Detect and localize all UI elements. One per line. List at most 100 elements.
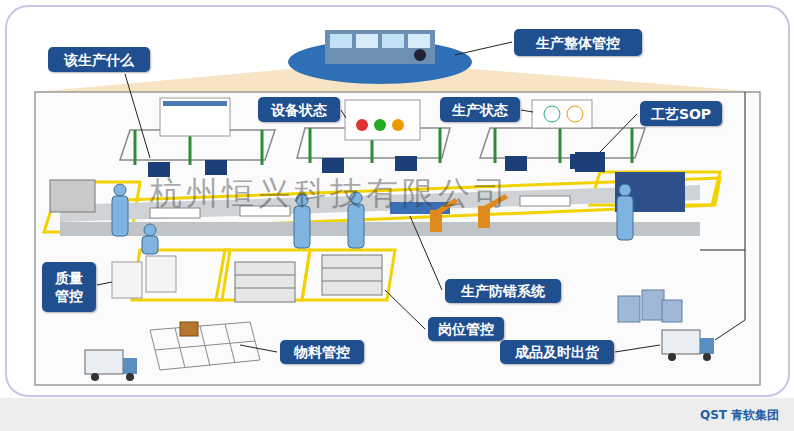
illustration-part [700,250,745,251]
illustration-part [700,338,714,354]
illustration-part [567,106,583,122]
illustration-part [618,296,640,322]
callout-text: 生产防错系统 [461,282,545,300]
callout-box: 岗位管控 [428,317,504,341]
floor-zones [44,172,720,300]
callout-text: 设备状态 [271,101,327,119]
dashboards [160,98,605,172]
callout-box: 物料管控 [280,340,364,364]
illustration-part [235,262,295,302]
illustration-part [662,330,700,354]
illustration-part [325,30,435,64]
illustration-part [123,358,137,374]
illustration-part [60,222,700,236]
callout-text: 生产整体管控 [536,34,620,52]
illustration-part [617,196,633,240]
control-room [325,30,435,64]
illustration-part [385,290,425,329]
illustration-part [600,114,637,152]
illustration-part [142,236,158,254]
illustration-part [439,128,442,163]
callout-text: 岗位管控 [438,320,494,338]
illustration-part [294,206,310,248]
illustration-part [480,128,645,158]
illustration-part [410,216,442,290]
company-logo: QST 青软集团 [700,407,779,424]
illustration-part [341,110,346,118]
illustration-part [544,106,560,122]
illustration-part [521,110,533,112]
illustration-part [180,322,198,336]
illustration-part [240,345,277,352]
illustration-part [160,98,230,136]
conveyor [50,172,700,236]
illustration-part [494,128,497,163]
callout-box: 生产整体管控 [514,29,642,56]
illustration-part [345,100,420,140]
illustration-part [322,158,344,173]
illustration-part [134,130,137,165]
illustration-part [235,288,295,289]
illustration-part [126,373,134,381]
bottom-band [0,398,794,431]
illustration-part [395,156,417,171]
leader-lines [97,42,745,352]
illustration-part [146,256,176,292]
illustration-part [745,92,746,320]
illustration-part [505,156,527,171]
illustration-part [356,119,368,131]
illustration-part [382,34,404,48]
illustration-part [163,101,227,106]
trolleys [235,255,382,302]
illustration-part [715,320,745,340]
illustration-part [392,119,404,131]
illustration-part [408,34,430,48]
illustration-part [235,275,295,276]
illustration-part [374,119,386,131]
illustration-part [322,268,382,269]
illustration-part [619,184,631,196]
illustration-part [112,196,128,236]
illustration-part [703,353,711,361]
illustration-part [615,345,660,352]
callout-box: 成品及时出货 [500,340,614,364]
illustration-part [668,353,676,361]
callout-text: 该生产什么 [64,51,134,69]
callout-box: 该生产什么 [48,47,150,72]
callout-box: 生产防错系统 [445,279,561,303]
illustration-part [322,255,382,295]
callout-text: 工艺SOP [651,105,711,123]
callout-text: 物料管控 [294,343,350,361]
illustration-part [125,74,150,158]
illustration-part [205,160,227,175]
illustration-part [97,282,112,285]
illustration-part [309,128,312,163]
callout-box: 设备状态 [258,97,340,122]
callout-box: 生产状态 [440,97,520,122]
illustration-part [356,34,378,48]
illustration-part [144,224,156,236]
callout-box: 工艺SOP [640,101,722,126]
monitors [148,154,592,177]
warehouses [618,290,682,322]
callout-text: 质量 管控 [55,269,83,305]
trucks [85,330,714,381]
illustration-part [114,184,126,196]
illustration-part [520,196,570,206]
illustration-part [50,180,95,212]
outer-frame [6,6,789,396]
illustration-part [455,42,512,55]
illustration-part [559,128,562,163]
illustration-part [662,300,682,322]
illustration-part [302,250,395,300]
illustration-part [261,130,264,165]
illustration-part [330,34,352,48]
illustration-part [575,152,605,172]
illustration-part [642,290,664,320]
illustration-part [631,128,634,163]
illustration-part [132,250,230,300]
illustration-part [322,281,382,282]
illustration-part [532,100,592,128]
callout-box: 质量 管控 [42,262,96,312]
